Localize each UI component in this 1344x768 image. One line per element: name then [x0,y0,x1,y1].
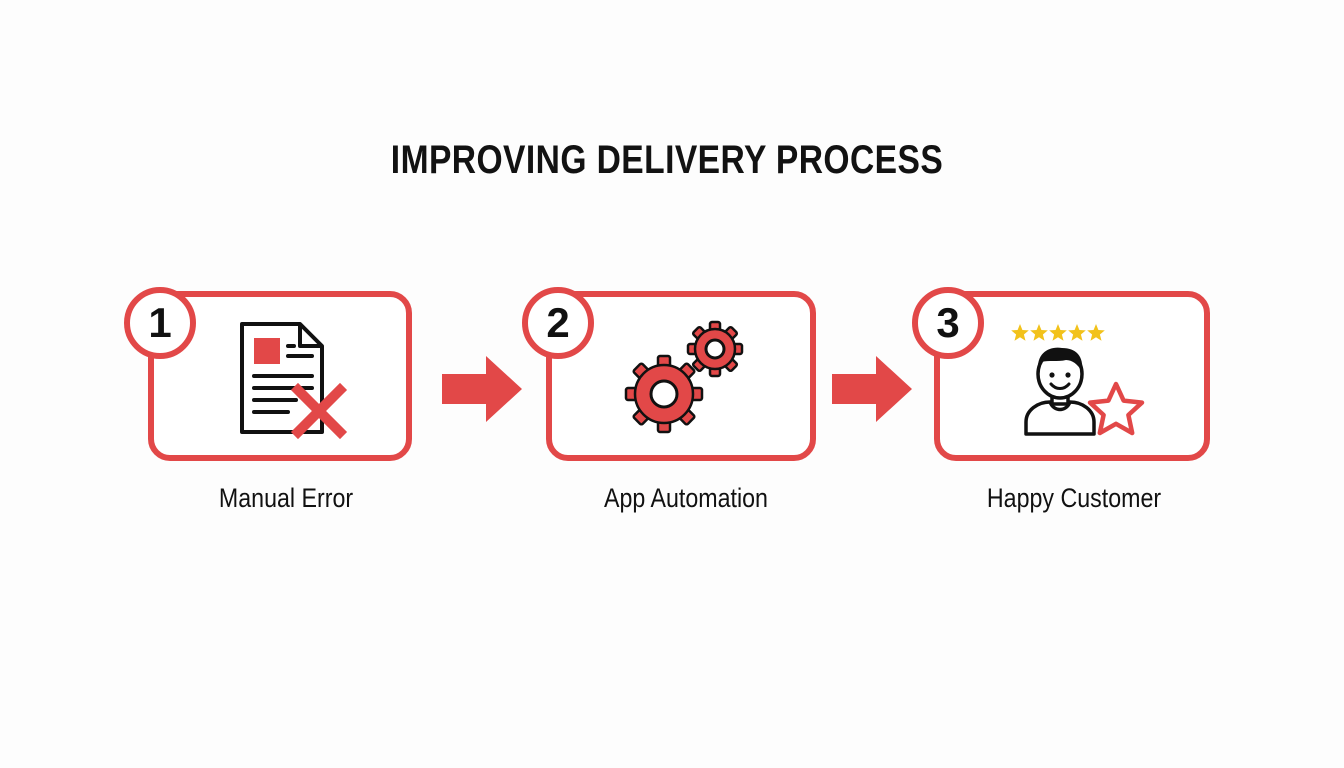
gears-icon [624,320,744,434]
step-2-label: App Automation [604,483,768,513]
step-1-label: Manual Error [218,483,354,513]
arrow-right-icon [832,356,912,422]
rating-stars-icon [1011,324,1105,341]
step-1-badge: 1 [124,287,196,359]
page-title: IMPROVING DELIVERY PROCESS [390,138,944,182]
star-outline-icon [1087,381,1145,436]
happy-customer-icon [1011,324,1145,436]
step-3-badge: 3 [912,287,984,359]
step-2-badge: 2 [522,287,594,359]
step-3-label: Happy Customer [986,483,1162,513]
arrow-right-icon [442,356,522,422]
document-error-icon [240,322,348,440]
